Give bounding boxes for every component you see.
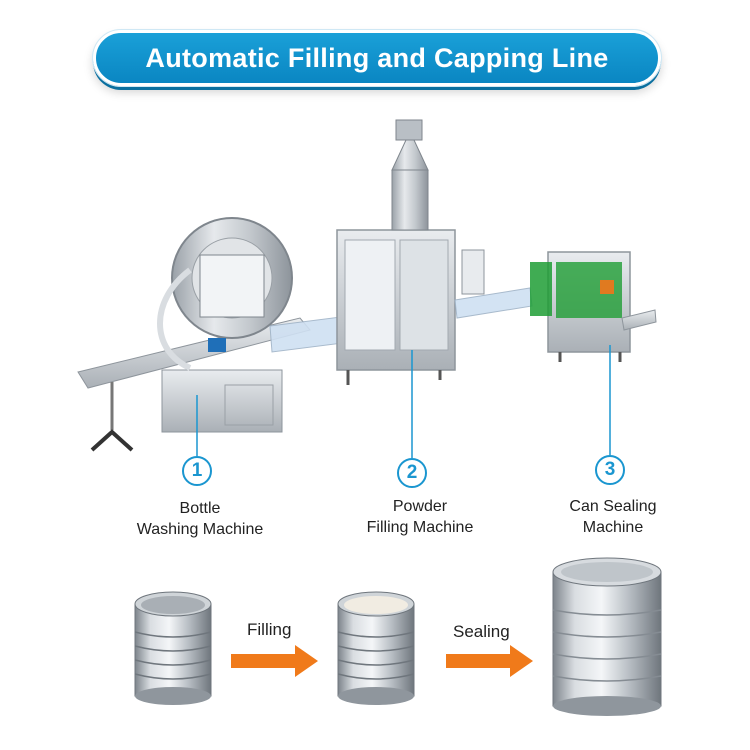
- step-badge-3: 3: [595, 455, 625, 485]
- step-number: 2: [406, 462, 418, 483]
- sealing-arrow: [446, 645, 533, 677]
- caption-line: Filling Machine: [366, 519, 474, 536]
- step-badge-1: 1: [182, 456, 212, 486]
- caption-line: Can Sealing: [569, 498, 657, 515]
- can-sealing-machine: [530, 251, 657, 362]
- step-caption-2: Powder Filling Machine: [340, 496, 500, 538]
- filled-can: [337, 591, 415, 705]
- title-banner: Automatic Filling and Capping Line: [92, 29, 662, 87]
- empty-can: [134, 591, 212, 705]
- filling-label: Filling: [247, 620, 292, 639]
- caption-line: Bottle: [179, 500, 221, 517]
- sealing-label: Sealing: [453, 622, 510, 641]
- step-caption-1: Bottle Washing Machine: [120, 498, 280, 540]
- step-number: 1: [191, 460, 203, 481]
- caption-line: Machine: [582, 519, 644, 536]
- step-number: 3: [604, 459, 616, 480]
- step-badge-2: 2: [397, 458, 427, 488]
- caption-line: Washing Machine: [136, 521, 264, 538]
- sealed-can: [552, 557, 662, 716]
- caption-line: Powder: [392, 498, 448, 515]
- filling-arrow: [231, 645, 318, 677]
- step-caption-3: Can Sealing Machine: [533, 496, 693, 538]
- bottle-washing-machine: [77, 217, 311, 452]
- page-title: Automatic Filling and Capping Line: [145, 42, 609, 73]
- powder-filling-machine: [336, 119, 485, 385]
